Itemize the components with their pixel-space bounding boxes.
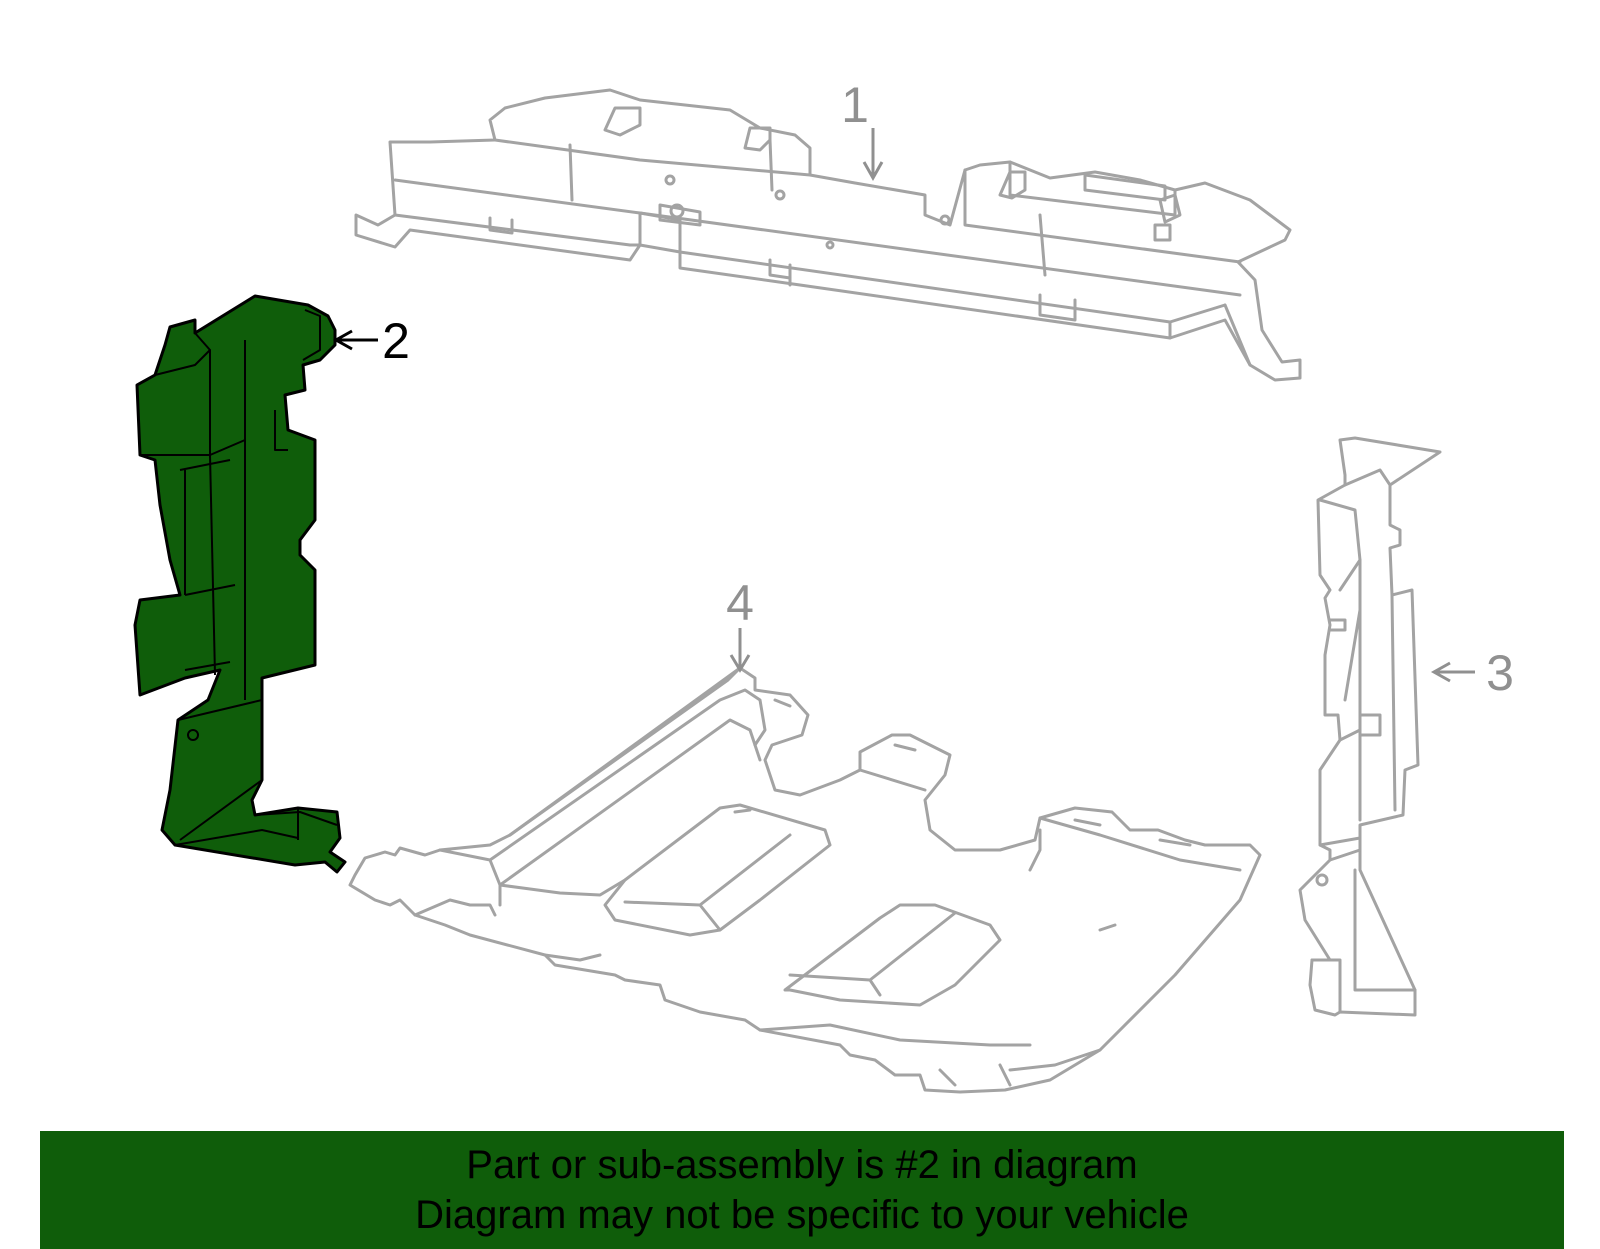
- banner-line-part-number: Part or sub-assembly is #2 in diagram: [466, 1143, 1138, 1187]
- callout-2-label: 2: [382, 313, 410, 369]
- part-1-upper-support[interactable]: [354, 88, 1302, 382]
- callout-1: 1: [841, 77, 884, 182]
- callout-1-label: 1: [841, 77, 869, 133]
- exploded-parts-diagram: 1 2 3 4: [133, 77, 1514, 1094]
- part-3-right-air-deflector[interactable]: [1298, 436, 1442, 1017]
- callout-3: 3: [1430, 645, 1514, 701]
- callout-4-label: 4: [726, 575, 754, 631]
- callout-2: 2: [332, 313, 410, 369]
- banner-line-disclaimer: Diagram may not be specific to your vehi…: [415, 1193, 1189, 1237]
- part-2-air-deflector-highlighted[interactable]: [133, 294, 347, 874]
- info-banner: Part or sub-assembly is #2 in diagram Di…: [40, 1131, 1564, 1249]
- part-4-splash-shield[interactable]: [348, 666, 1262, 1094]
- callout-3-label: 3: [1486, 645, 1514, 701]
- callout-4: 4: [726, 575, 754, 673]
